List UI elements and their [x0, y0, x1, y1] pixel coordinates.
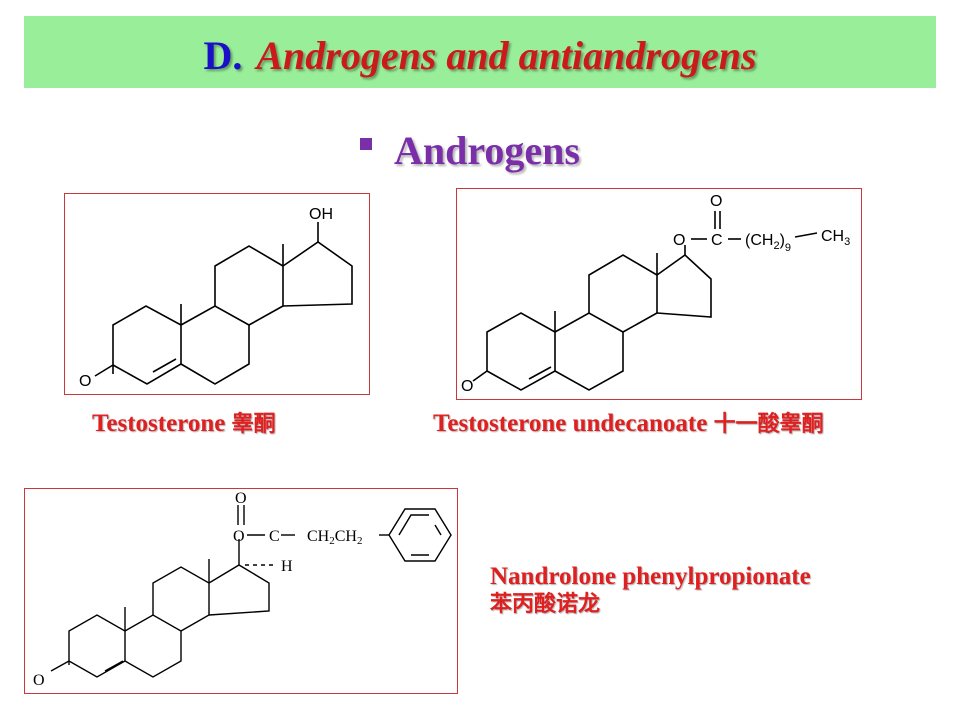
hydrogen-label: H — [281, 558, 293, 575]
testosterone-structure-drawing: OH O — [79, 206, 353, 390]
slide-title: D. Androgens and antiandrogens — [24, 34, 936, 78]
chain-label: (CH2)9 — [745, 232, 791, 254]
methyl-label: CH3 — [821, 228, 850, 248]
caption-testosterone-cn: 睾酮 — [231, 412, 276, 437]
ketone-o-label: O — [33, 672, 45, 689]
chain-label: CH2CH2 — [307, 528, 362, 547]
ketone-o-label: O — [79, 373, 91, 390]
carbon-label: C — [269, 528, 280, 545]
title-bar: D. Androgens and antiandrogens — [24, 16, 936, 88]
carbonyl-o-label: O — [235, 490, 247, 507]
structure-testosterone-undecanoate: O O C (CH2)9 CH3 O — [456, 188, 862, 400]
bullet-androgens: Androgens — [360, 126, 580, 176]
caption-testosterone-undecanoate-cn: 十一酸睾酮 — [713, 412, 824, 437]
caption-nandrolone-phenylpropionate: Nandrolone phenylpropionate 苯丙酸诺龙 — [490, 563, 811, 619]
caption-testosterone: Testosterone 睾酮 — [92, 410, 276, 439]
caption-nandrolone-phenylpropionate-en: Nandrolone phenylpropionate — [490, 563, 811, 590]
carbonyl-o-label: O — [710, 193, 722, 210]
caption-testosterone-undecanoate: Testosterone undecanoate 十一酸睾酮 — [433, 410, 824, 439]
ketone-o-label: O — [461, 378, 473, 395]
bullet-text: Androgens — [394, 128, 580, 173]
title-section-letter: D. — [203, 33, 243, 78]
caption-nandrolone-phenylpropionate-cn: 苯丙酸诺龙 — [490, 592, 601, 617]
oh-label: OH — [309, 206, 333, 223]
bullet-square-icon — [360, 138, 372, 150]
caption-testosterone-en: Testosterone — [92, 410, 226, 437]
carbon-label: C — [711, 232, 723, 249]
ester-o-label: O — [673, 232, 685, 249]
testosterone-undecanoate-structure-drawing: O O C (CH2)9 CH3 O — [461, 193, 850, 395]
caption-testosterone-undecanoate-en: Testosterone undecanoate — [433, 410, 708, 437]
nandrolone-phenylpropionate-structure-drawing: O O C CH2CH2 H O — [33, 490, 452, 689]
structure-testosterone: OH O — [64, 193, 370, 395]
title-text: Androgens and antiandrogens — [256, 33, 757, 78]
structure-nandrolone-phenylpropionate: O O C CH2CH2 H O — [24, 488, 458, 694]
ester-o-label: O — [233, 528, 245, 545]
